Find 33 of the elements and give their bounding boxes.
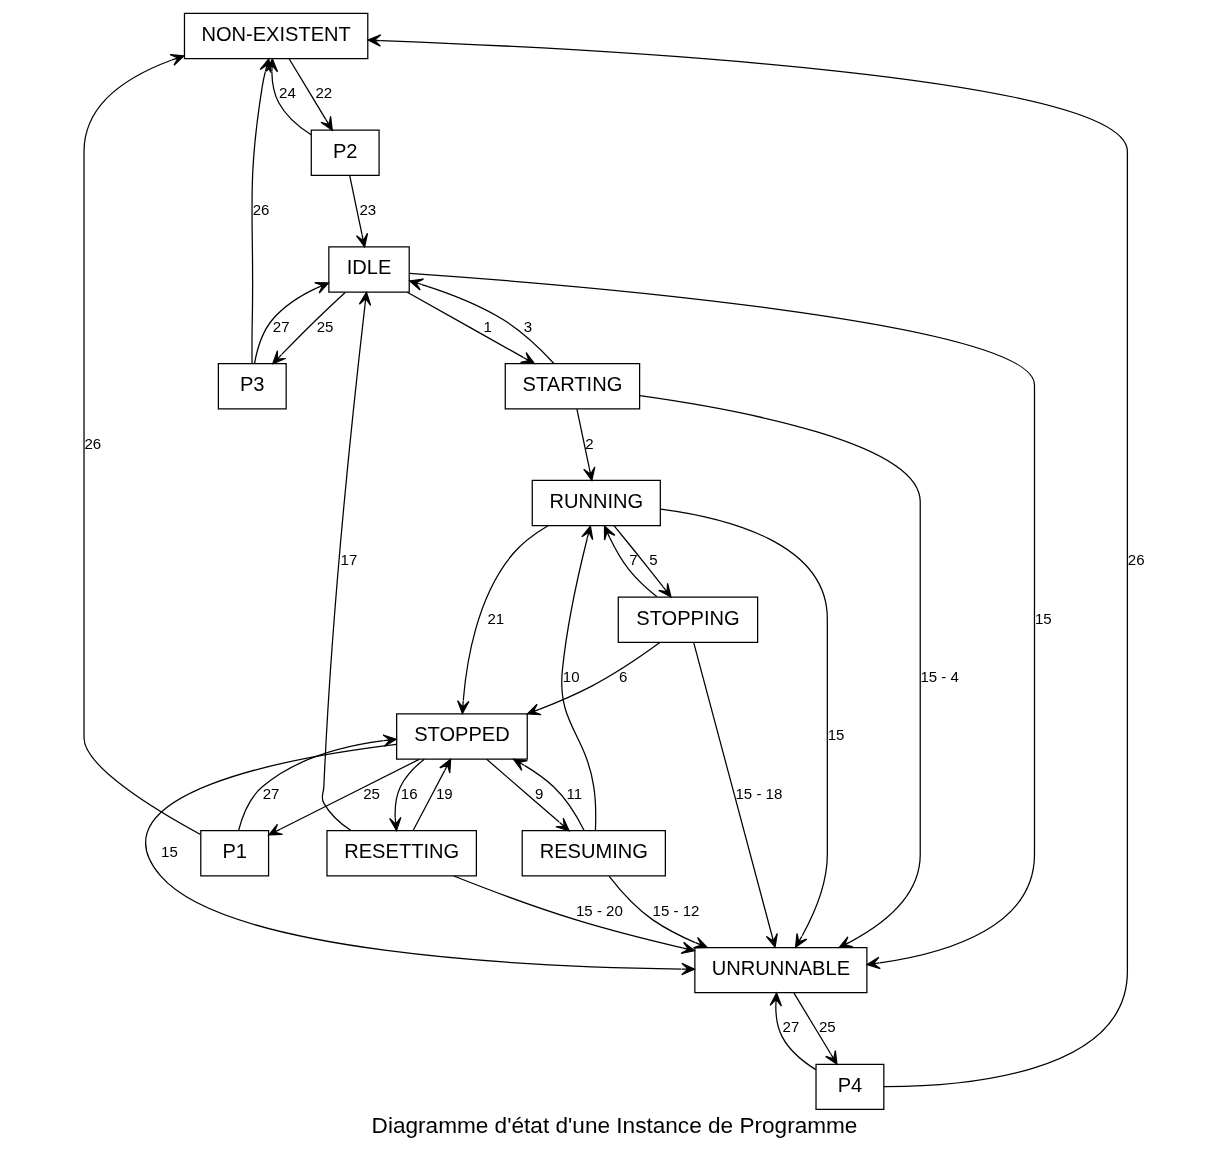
edge-label: 10 [562,668,580,686]
edge-label: 26 [252,201,270,219]
edge-label: 3 [523,317,533,335]
edge-label: 15 - 4 [920,668,959,686]
edge-label: 15 - 20 [576,901,623,919]
edge-label: 21 [487,609,505,627]
edge-label: 27 [782,1018,800,1036]
edge-label: 15 - 12 [652,901,700,919]
edge-label: 15 [161,843,178,861]
edge-label: 17 [340,551,358,569]
edge-label: 22 [315,84,333,102]
edge-label: 25 [818,1018,836,1036]
edge-label: 9 [534,784,544,802]
edge-label: 16 [400,784,418,802]
edge-label: 26 [1127,551,1145,569]
edge-label: 7 [629,551,638,569]
edge-label: 5 [649,551,658,569]
edge-label: 1 [483,317,492,335]
edge-label: 15 - 18 [735,784,783,802]
edge-label: 27 [262,784,280,802]
edge-label: 19 [436,784,453,802]
edge-label: 26 [84,434,102,452]
edge-label: 2 [585,434,594,452]
edge-label: 25 [316,317,334,335]
edge-label: 11 [566,784,583,802]
edge-label: 24 [279,84,296,102]
edge-label: 15 [1034,609,1052,627]
edge-label: 25 [363,784,380,802]
caption: Diagramme d'état d'une Instance de Programme [371,1112,858,1138]
edge-label: 23 [359,201,377,219]
edge-label: 15 [827,726,845,744]
edge-label: 6 [619,668,628,686]
edge-label: 27 [272,317,290,335]
